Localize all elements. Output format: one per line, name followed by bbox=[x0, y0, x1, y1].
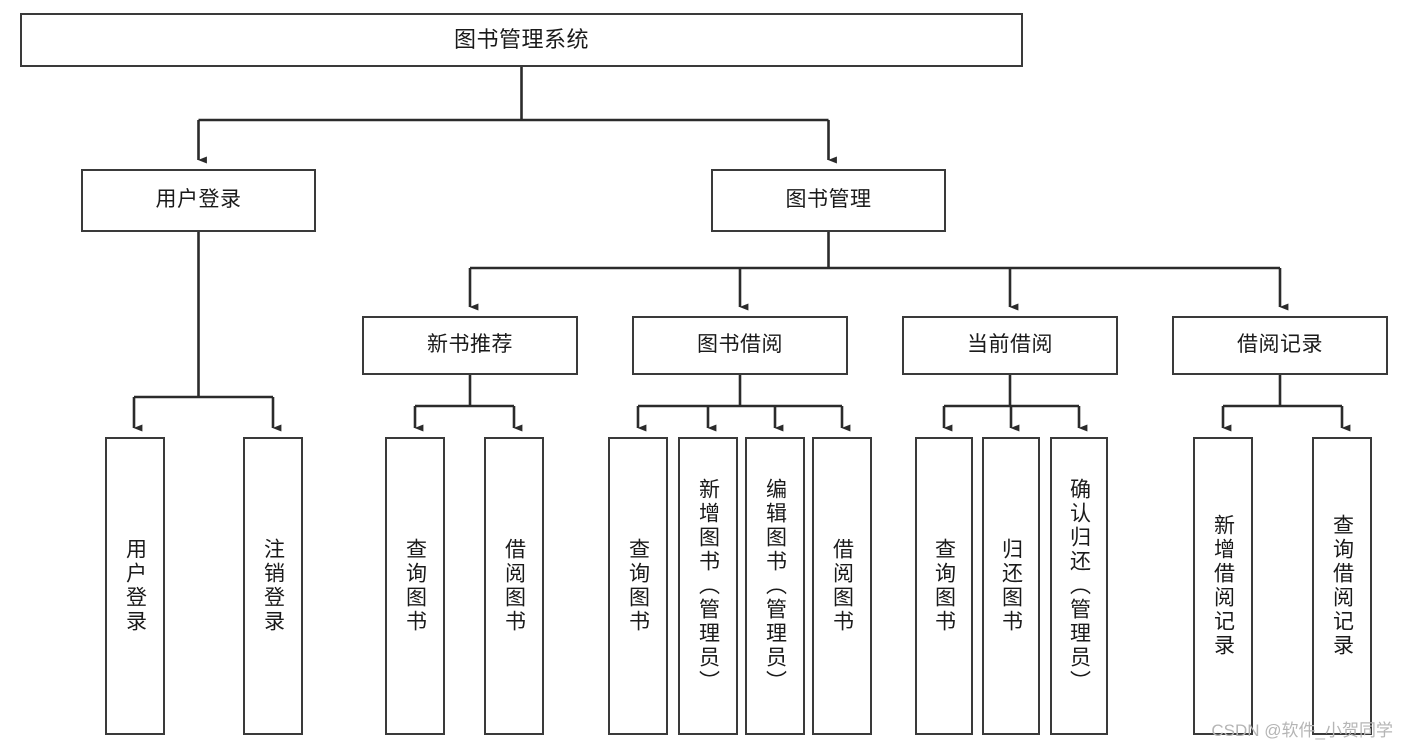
node-label: 查询图书 bbox=[626, 538, 650, 634]
connectors-userlogin-to-leaves bbox=[132, 232, 282, 432]
leaf-query-book-borrow[interactable]: 查询图书 bbox=[608, 437, 668, 735]
node-label: 新增借阅记录 bbox=[1211, 514, 1235, 658]
node-label: 编辑图书（管理员） bbox=[763, 478, 787, 694]
node-label: 查询图书 bbox=[932, 538, 956, 634]
node-label: 借阅图书 bbox=[502, 538, 526, 634]
node-label: 用户登录 bbox=[123, 538, 147, 634]
leaf-logout-login[interactable]: 注销登录 bbox=[243, 437, 303, 735]
node-root-system[interactable]: 图书管理系统 bbox=[20, 13, 1023, 67]
leaf-borrow-book[interactable]: 借阅图书 bbox=[812, 437, 872, 735]
leaf-user-login[interactable]: 用户登录 bbox=[105, 437, 165, 735]
leaf-borrow-book-recommend[interactable]: 借阅图书 bbox=[484, 437, 544, 735]
node-label: 新增图书（管理员） bbox=[696, 478, 720, 694]
node-book-borrow[interactable]: 图书借阅 bbox=[632, 316, 848, 375]
node-label: 查询借阅记录 bbox=[1330, 514, 1354, 658]
leaf-confirm-return-admin[interactable]: 确认归还（管理员） bbox=[1050, 437, 1108, 735]
leaf-query-borrow-record[interactable]: 查询借阅记录 bbox=[1312, 437, 1372, 735]
connectors-recommend-to-leaves bbox=[413, 375, 523, 432]
node-label: 借阅图书 bbox=[830, 538, 854, 634]
leaf-query-book-recommend[interactable]: 查询图书 bbox=[385, 437, 445, 735]
leaf-add-borrow-record[interactable]: 新增借阅记录 bbox=[1193, 437, 1253, 735]
node-label: 归还图书 bbox=[999, 538, 1023, 634]
node-label: 查询图书 bbox=[403, 538, 427, 634]
node-borrow-record[interactable]: 借阅记录 bbox=[1172, 316, 1388, 375]
node-label: 图书管理系统 bbox=[453, 27, 589, 53]
leaf-query-book-current[interactable]: 查询图书 bbox=[915, 437, 973, 735]
connectors-borrowrecord-to-leaves bbox=[1221, 375, 1351, 432]
node-label: 图书借阅 bbox=[697, 333, 783, 357]
connectors-bookmgmt-to-level3 bbox=[468, 232, 1289, 311]
node-book-management[interactable]: 图书管理 bbox=[711, 169, 946, 232]
node-current-borrow[interactable]: 当前借阅 bbox=[902, 316, 1118, 375]
node-label: 当前借阅 bbox=[967, 333, 1053, 357]
node-new-book-recommend[interactable]: 新书推荐 bbox=[362, 316, 578, 375]
connectors-root-to-level2 bbox=[197, 67, 837, 164]
watermark-text: CSDN @软件_小贺同学 bbox=[1211, 721, 1393, 740]
node-label: 确认归还（管理员） bbox=[1067, 478, 1091, 694]
connectors-currentborrow-to-leaves bbox=[942, 375, 1088, 432]
node-label: 用户登录 bbox=[155, 188, 242, 212]
leaf-add-book-admin[interactable]: 新增图书（管理员） bbox=[678, 437, 738, 735]
leaf-edit-book-admin[interactable]: 编辑图书（管理员） bbox=[745, 437, 805, 735]
connectors-bookborrow-to-leaves bbox=[636, 375, 851, 432]
node-label: 新书推荐 bbox=[427, 333, 513, 357]
node-label: 图书管理 bbox=[785, 188, 872, 212]
node-label: 借阅记录 bbox=[1237, 333, 1323, 357]
node-label: 注销登录 bbox=[261, 538, 285, 634]
node-user-login[interactable]: 用户登录 bbox=[81, 169, 316, 232]
leaf-return-book[interactable]: 归还图书 bbox=[982, 437, 1040, 735]
